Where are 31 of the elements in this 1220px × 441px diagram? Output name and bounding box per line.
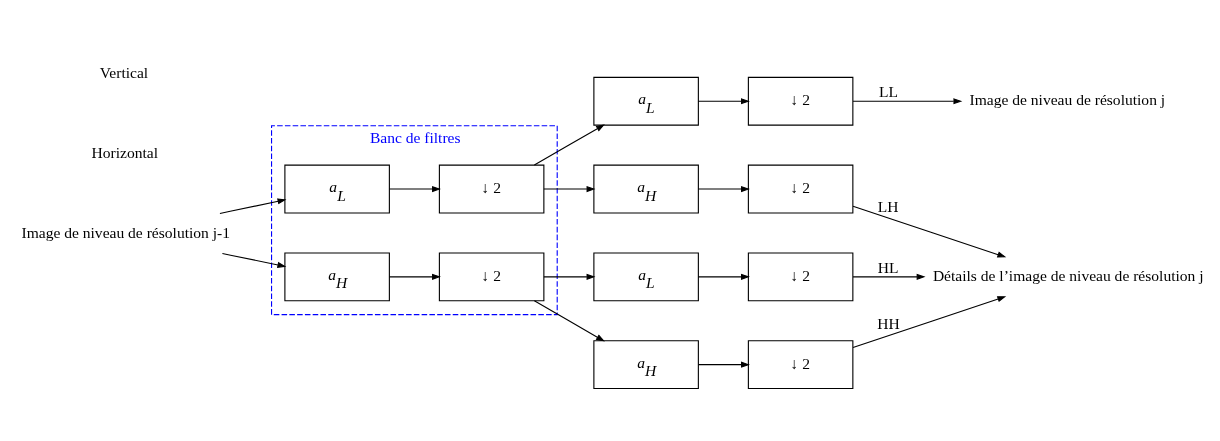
node-box: ↓ 2 <box>438 164 545 213</box>
arrow <box>533 123 605 166</box>
edge-label: LH <box>877 197 899 214</box>
node-box: ↓ 2 <box>747 339 854 389</box>
edge-label: HL <box>877 258 899 276</box>
node-text: Image de niveau de résolution j-1 <box>21 223 231 241</box>
node-box: ↓ 2 <box>747 164 854 213</box>
edge-label: HH <box>877 314 900 332</box>
node-text: Image de niveau de résolution j <box>969 90 1166 108</box>
arrow <box>852 205 1007 257</box>
arrow <box>697 185 750 192</box>
node-box: ↓ 2 <box>747 251 854 301</box>
label: Horizontal <box>91 143 158 161</box>
arrow <box>221 252 287 268</box>
arrow <box>852 273 926 280</box>
arrow <box>533 299 605 342</box>
label: Vertical <box>99 63 149 81</box>
arrow <box>388 273 441 280</box>
arrow <box>543 273 596 280</box>
arrow <box>219 197 287 214</box>
arrow <box>697 273 750 280</box>
arrow <box>388 185 441 192</box>
arrow <box>543 185 596 192</box>
arrow <box>697 361 750 368</box>
arrow <box>697 97 750 104</box>
node-box: ↓ 2 <box>747 76 854 126</box>
node-text: Détails de l’image de niveau de résolution j <box>932 266 1204 284</box>
arrow <box>852 295 1007 348</box>
node-box: ↓ 2 <box>438 251 545 301</box>
edge-label: LL <box>878 82 898 100</box>
arrow <box>852 97 963 104</box>
